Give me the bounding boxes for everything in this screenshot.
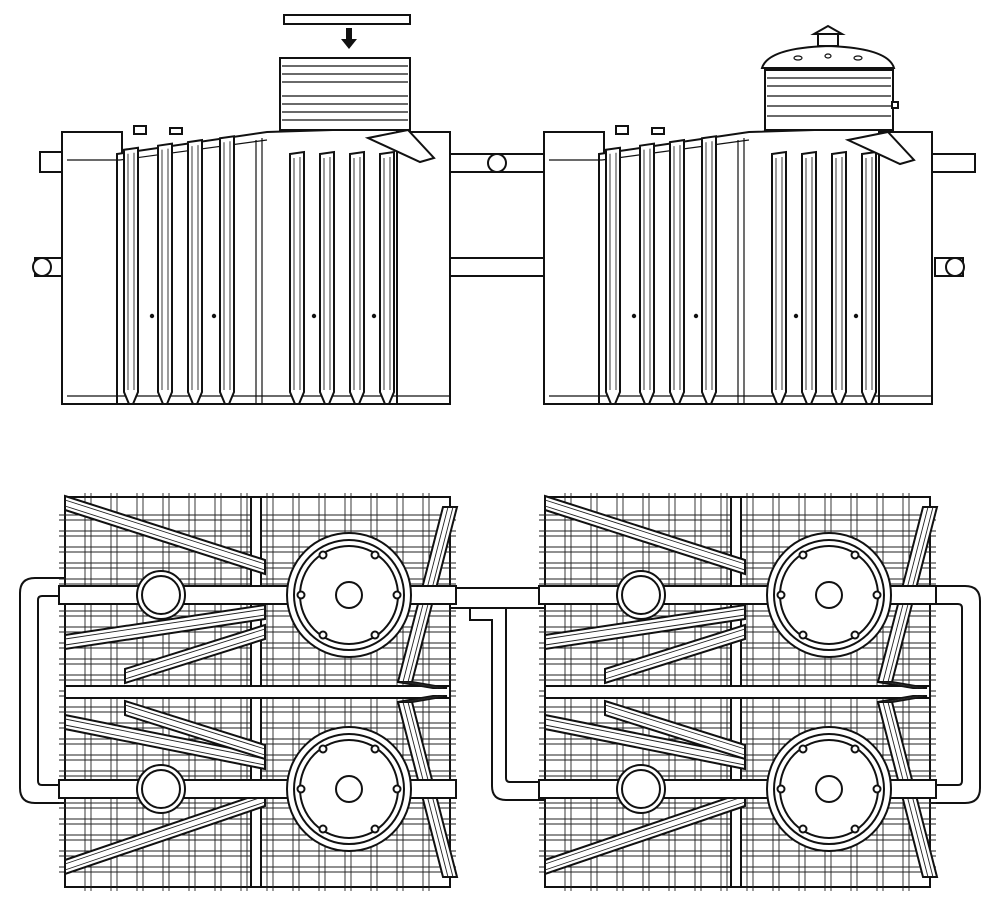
diagonal-brace	[397, 681, 448, 689]
tank-end-block	[543, 131, 605, 405]
manhole-center-hole	[815, 581, 843, 609]
diagonal-brace	[124, 699, 266, 761]
bolt-icon	[872, 590, 882, 600]
diagonal-brace	[604, 623, 746, 685]
tank-rib	[349, 150, 365, 405]
bolt-icon	[318, 824, 328, 834]
tank-rib	[211, 135, 235, 405]
bolt-icon	[872, 784, 882, 794]
diagonal-brace	[397, 695, 448, 703]
diagonal-brace	[64, 713, 266, 771]
bolt-icon	[798, 744, 808, 754]
bolt-icon	[318, 550, 328, 560]
bolt-icon	[296, 590, 306, 600]
manhole-center-hole	[335, 581, 363, 609]
inspection-port	[616, 764, 666, 814]
tank-end-block	[393, 131, 451, 405]
bolt-icon	[370, 824, 380, 834]
bolt-icon	[318, 630, 328, 640]
tank-end-block	[61, 131, 123, 405]
inspection-port	[616, 570, 666, 620]
manhole-cover	[766, 726, 892, 852]
bolt-icon	[798, 550, 808, 560]
access-shaft-right	[760, 24, 899, 131]
mid-divider	[544, 685, 931, 699]
connecting-pipes-plan	[19, 577, 981, 804]
tank-rib	[669, 138, 685, 405]
manhole-center-hole	[815, 775, 843, 803]
mid-divider	[64, 685, 451, 699]
diagonal-brace	[544, 790, 746, 876]
bolt-icon	[798, 630, 808, 640]
bolt-icon	[798, 824, 808, 834]
bolt-icon	[392, 590, 402, 600]
tank-left-elevation	[61, 125, 451, 405]
top-plan-view	[19, 493, 981, 891]
bolt-icon	[392, 784, 402, 794]
bolt-dot	[211, 313, 217, 319]
diagonal-brace	[877, 681, 928, 689]
tank-rib	[311, 150, 335, 405]
bolt-dot	[853, 313, 859, 319]
tank-right-plan	[538, 493, 939, 891]
bolt-icon	[850, 824, 860, 834]
diagonal-brace	[64, 790, 266, 876]
tank-rib	[289, 150, 305, 405]
bolt-dot	[693, 313, 699, 319]
manhole-cover	[766, 532, 892, 658]
arrow-down-icon	[341, 28, 357, 49]
bolt-dot	[793, 313, 799, 319]
tank-rib	[793, 150, 817, 405]
tank-right-elevation	[543, 125, 933, 405]
side-elevation-view	[32, 14, 976, 405]
tank-rib	[123, 146, 139, 405]
bolt-icon	[370, 630, 380, 640]
bolt-dot	[371, 313, 377, 319]
bolt-icon	[776, 784, 786, 794]
tank-rib	[771, 150, 787, 405]
tank-rib	[605, 146, 621, 405]
bolt-icon	[850, 744, 860, 754]
bolt-icon	[850, 550, 860, 560]
manhole-cover	[286, 532, 412, 658]
inspection-port	[136, 570, 186, 620]
diagonal-brace	[877, 695, 928, 703]
vent-cap-icon	[810, 24, 846, 35]
tank-end-block	[875, 131, 933, 405]
diagonal-brace	[544, 494, 746, 576]
bolt-icon	[776, 590, 786, 600]
diagonal-brace	[544, 603, 746, 651]
bolt-icon	[318, 744, 328, 754]
tank-rib	[831, 150, 847, 405]
diagonal-brace	[64, 603, 266, 651]
tank-rib	[187, 138, 203, 405]
diagonal-brace	[544, 713, 746, 771]
bolt-dot	[149, 313, 155, 319]
tank-rib	[631, 142, 655, 405]
tank-rib	[371, 150, 395, 405]
bolt-icon	[850, 630, 860, 640]
inlet-slot	[283, 14, 411, 25]
tank-left-plan	[58, 493, 459, 891]
manhole-cover	[286, 726, 412, 852]
bolt-icon	[370, 550, 380, 560]
tank-rib	[149, 142, 173, 405]
vented-lid	[760, 44, 896, 69]
inspection-port	[136, 764, 186, 814]
diagonal-brace	[124, 623, 266, 685]
diagonal-brace	[604, 699, 746, 761]
manhole-center-hole	[335, 775, 363, 803]
bolt-icon	[370, 744, 380, 754]
bolt-dot	[311, 313, 317, 319]
bolt-icon	[296, 784, 306, 794]
bolt-dot	[631, 313, 637, 319]
inlet-funnels	[364, 128, 916, 166]
diagonal-brace	[64, 494, 266, 576]
tank-rib	[693, 135, 717, 405]
access-shaft-left	[279, 14, 411, 131]
